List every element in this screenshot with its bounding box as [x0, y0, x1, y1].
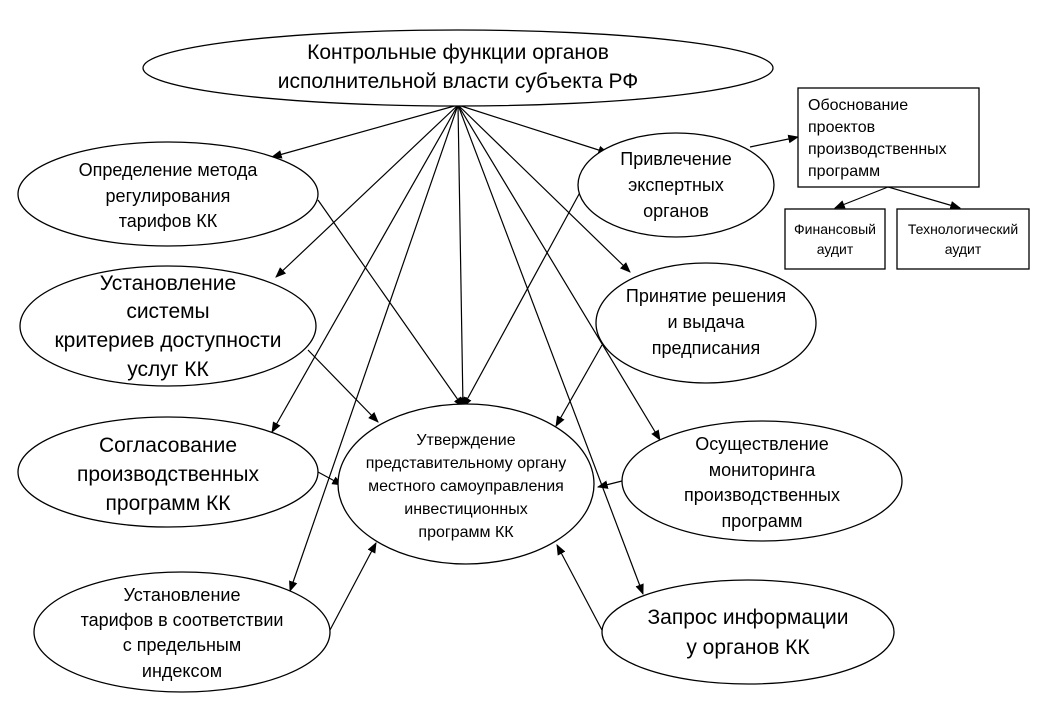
node-justification-line: производственных: [808, 141, 947, 158]
node-finaudit: Финансовый аудит: [784, 208, 886, 270]
edge-justification-techaudit: [887, 186, 962, 210]
node-approval-line: Согласование: [99, 434, 237, 457]
edge-main-monitoring: [457, 104, 661, 441]
edge-main-method: [270, 104, 459, 159]
edge-decision-center: [555, 344, 603, 427]
node-method: Определение метода регулирования тарифов…: [17, 141, 319, 247]
node-monitoring-line: производственных: [684, 485, 840, 505]
node-techaudit-line: Технологический: [908, 221, 1018, 237]
node-criteria-line: критериев доступности: [54, 329, 281, 352]
node-center-line: программ КК: [418, 524, 514, 541]
node-approval-line: программ КК: [106, 492, 232, 515]
node-criteria-line: системы: [126, 300, 209, 323]
node-method-line: регулирования: [106, 186, 231, 206]
node-tariffs-line: Установление: [124, 585, 241, 605]
node-criteria-line: Установление: [100, 272, 236, 295]
node-approval: Согласование производственных программ К…: [17, 416, 319, 528]
node-criteria-line: услуг КК: [127, 358, 209, 381]
node-request-line: у органов КК: [686, 636, 810, 659]
node-tariffs-line: индексом: [142, 661, 222, 681]
node-tariffs-line: тарифов в соответствии: [81, 610, 284, 630]
node-experts-line: органов: [643, 201, 709, 221]
edge-main-request: [457, 104, 644, 596]
edge-main-center: [457, 104, 468, 409]
node-techaudit: Технологический аудит: [896, 208, 1030, 270]
node-justification-line: программ: [808, 163, 880, 180]
edge-justification-finaudit: [833, 186, 889, 209]
node-method-line: тарифов КК: [119, 211, 218, 231]
edge-main-experts: [457, 104, 610, 155]
node-main: Контрольные функции органов исполнительн…: [142, 29, 774, 107]
node-main-line: исполнительной власти субъекта РФ: [278, 70, 639, 93]
edge-method-center: [317, 199, 464, 408]
node-center-line: Утверждение: [416, 432, 515, 449]
edge-request-center: [556, 544, 604, 633]
node-finaudit-line: Финансовый: [794, 221, 876, 237]
node-monitoring-line: мониторинга: [709, 460, 817, 480]
edge-main-decision: [457, 104, 631, 273]
node-experts-line: экспертных: [628, 175, 724, 195]
node-criteria: Установление системы критериев доступнос…: [19, 265, 317, 387]
node-monitoring-line: программ: [721, 511, 802, 531]
node-monitoring-line: Осуществление: [695, 434, 829, 454]
node-justification-line: Обоснование: [808, 97, 908, 114]
edge-main-criteria: [275, 104, 459, 278]
edge-criteria-center: [307, 349, 379, 423]
edges: [270, 104, 962, 633]
node-decision-line: Принятие решения: [626, 286, 786, 306]
node-main-line: Контрольные функции органов: [307, 41, 609, 64]
node-justification: Обоснование проектов производственных пр…: [797, 87, 980, 188]
node-request-line: Запрос информации: [648, 606, 849, 629]
node-experts: Привлечение экспертных органов: [577, 132, 775, 238]
node-decision-line: и выдача: [667, 312, 745, 332]
node-finaudit-line: аудит: [817, 241, 854, 257]
node-monitoring: Осуществление мониторинга производственн…: [621, 420, 903, 542]
node-method-line: Определение метода: [79, 160, 259, 180]
edge-main-tariffs: [289, 104, 459, 593]
node-request: Запрос информации у органов КК: [601, 579, 895, 685]
node-tariffs-line: с предельным: [123, 635, 241, 655]
edge-experts-center: [462, 184, 585, 408]
edge-monitoring-center: [596, 480, 623, 489]
node-center: Утверждение представительному органу мес…: [337, 403, 595, 565]
node-decision-line: предписания: [652, 338, 760, 358]
node-center-line: инвестиционных: [404, 501, 527, 518]
node-experts-line: Привлечение: [620, 149, 731, 169]
edge-main-approval: [271, 104, 459, 433]
node-approval-line: производственных: [77, 463, 259, 486]
node-center-line: представительному органу: [366, 455, 567, 472]
edge-tariffs-center: [329, 542, 377, 631]
node-techaudit-line: аудит: [945, 241, 982, 257]
node-tariffs: Установление тарифов в соответствии с пр…: [33, 571, 331, 693]
node-center-line: местного самоуправления: [368, 478, 564, 495]
edge-experts-justification: [749, 134, 800, 148]
node-justification-line: проектов: [808, 119, 875, 136]
node-decision: Принятие решения и выдача предписания: [595, 262, 817, 384]
